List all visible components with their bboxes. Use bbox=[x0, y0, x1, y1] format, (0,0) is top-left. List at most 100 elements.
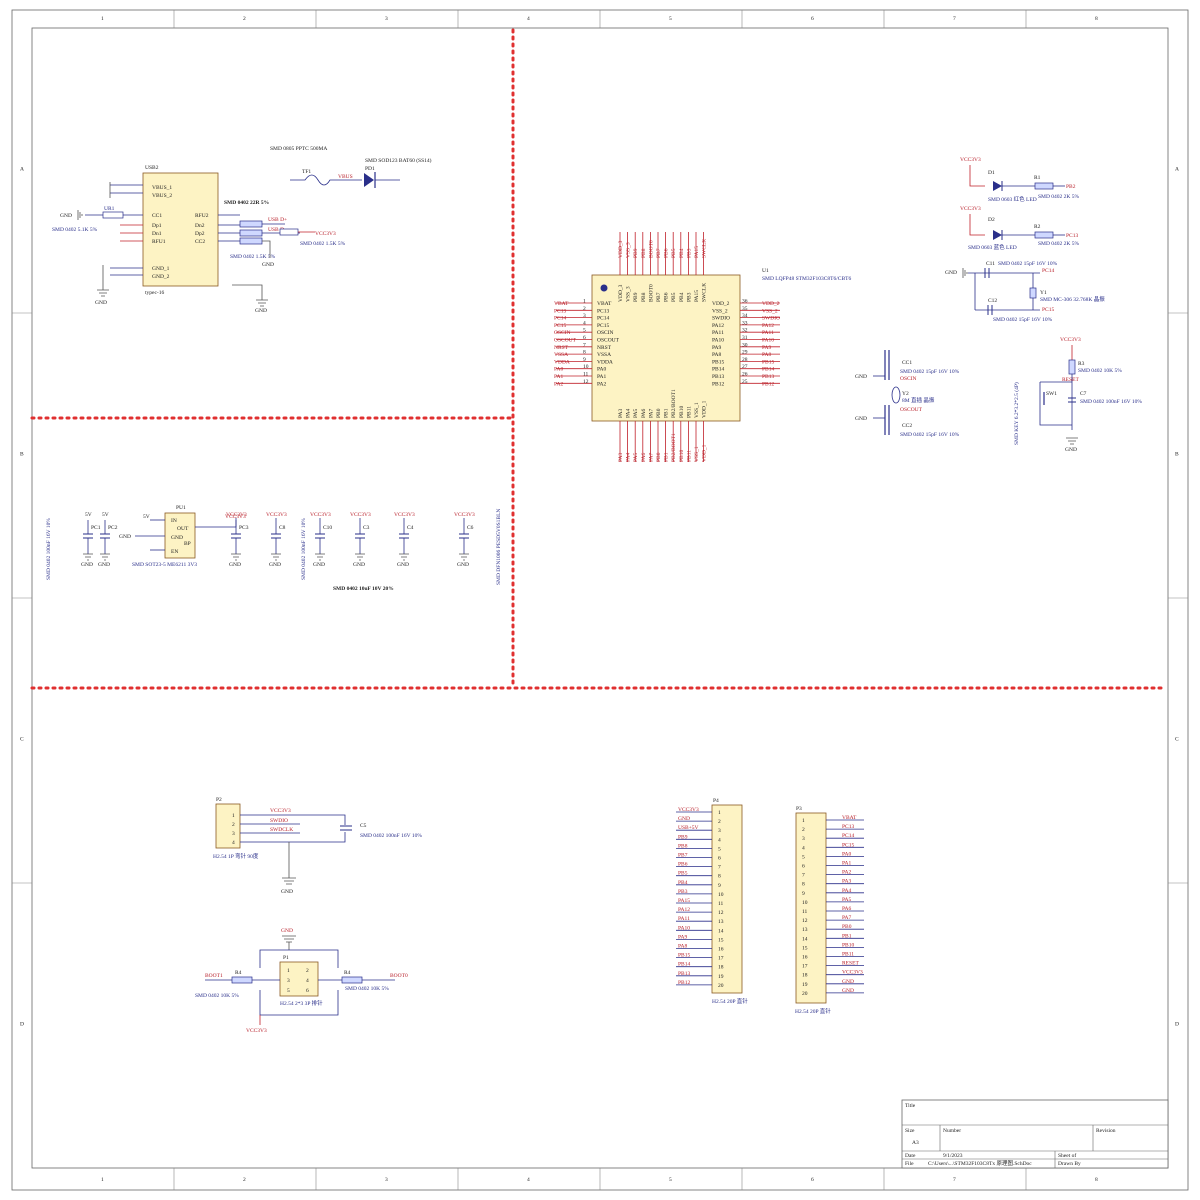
mcu-left-net: OSCOUT bbox=[554, 338, 577, 344]
header-pin-number: 2 bbox=[718, 819, 721, 825]
diode-ref: PD1 bbox=[365, 166, 375, 172]
zone-number-bottom: 5 bbox=[669, 1177, 672, 1183]
p4-rows: 1VCC3V32GND3USB+5V4PB95PB86PB77PB68PB59P… bbox=[676, 807, 724, 989]
swd-pin-3: 3 bbox=[232, 831, 235, 837]
mcu-right-pin-number: 28 bbox=[742, 357, 748, 363]
header-net-label: PC14 bbox=[842, 833, 854, 839]
led2-ref: D2 bbox=[988, 217, 995, 223]
c12-value: SMD 0402 15pF 16V 10% bbox=[993, 317, 1053, 323]
diode-triangle bbox=[364, 173, 374, 187]
cap-ref: PC3 bbox=[239, 525, 249, 531]
boot-pin-1: 1 bbox=[287, 968, 290, 974]
p4-ref: P4 bbox=[713, 798, 719, 804]
swd-vcc-net: VCC3V3 bbox=[270, 808, 291, 814]
led1-res-ref: R1 bbox=[1034, 175, 1041, 181]
lse-crystal-block: GND C11 SMD 0402 15pF 16V 10% PC14 C12 S… bbox=[945, 261, 1105, 323]
mcu-top-pin-name: PB9 bbox=[633, 292, 639, 302]
reset-pullup bbox=[1068, 359, 1076, 375]
y1-ref: Y1 bbox=[1040, 290, 1047, 296]
mcu-right-pin-name: PB15 bbox=[712, 359, 724, 365]
boot-vcc-bus bbox=[259, 990, 339, 1016]
cap-gnd-symbol bbox=[271, 553, 281, 561]
mcu-top-pin-name: PB4 bbox=[679, 292, 685, 302]
header-pin-number: 10 bbox=[718, 892, 724, 898]
c7-ref: C7 bbox=[1080, 391, 1087, 397]
lse-gnd-symbol bbox=[962, 268, 968, 278]
mcu-left-net: NRST bbox=[554, 345, 569, 351]
pullup-value: SMD 0402 1.5K 5% bbox=[300, 241, 346, 247]
zone-letter-right: B bbox=[1175, 452, 1179, 458]
header-pin-number: 14 bbox=[718, 928, 724, 934]
swd-gnd-net: GND bbox=[281, 889, 293, 895]
led2-vcc-wire bbox=[969, 214, 985, 236]
led1-ref: D1 bbox=[988, 170, 995, 176]
mcu-left-pin-number: 5 bbox=[583, 328, 586, 334]
header-net-label: PA6 bbox=[842, 906, 852, 912]
header-pin-number: 17 bbox=[802, 964, 808, 970]
header-net-label: GND bbox=[678, 816, 690, 822]
header-pin-number: 8 bbox=[802, 882, 805, 888]
pullup-resistor bbox=[279, 228, 299, 236]
cap-ref: PC1 bbox=[91, 525, 101, 531]
cap-gnd-label: GND bbox=[229, 562, 241, 568]
mcu-right-net: PA9 bbox=[762, 345, 772, 351]
header-pin-number: 11 bbox=[802, 909, 808, 915]
header-net-label: PB14 bbox=[678, 962, 690, 968]
mcu-left-pin-number: 2 bbox=[583, 306, 586, 312]
usb-gnd-label: GND bbox=[60, 213, 72, 219]
header-pin-number: 8 bbox=[718, 874, 721, 880]
ldo-ref: PU1 bbox=[176, 505, 186, 511]
led2-vcc-net: VCC3V3 bbox=[960, 206, 981, 212]
sw-ref: SW1 bbox=[1046, 391, 1057, 397]
lse-pc15-net: PC15 bbox=[1042, 307, 1054, 313]
mcu-left-pin-name: OSCIN bbox=[597, 330, 614, 336]
mcu-right-net: PA12 bbox=[762, 323, 774, 329]
zone-letter-left: D bbox=[20, 1022, 24, 1028]
zone-number-bottom: 2 bbox=[243, 1177, 246, 1183]
mcu-bottom-pin-name: PB1 bbox=[664, 408, 670, 418]
mcu-left-pin-name: OSCOUT bbox=[597, 338, 620, 344]
mcu-left-net: PC14 bbox=[554, 316, 566, 322]
header-net-label: PB9 bbox=[678, 834, 688, 840]
series-resistor-3 bbox=[239, 237, 263, 245]
mcu-bottom-pin-name: VDD_1 bbox=[702, 400, 708, 418]
mcu-top-net: PA15 bbox=[694, 246, 700, 258]
sheet-label: Sheet of bbox=[1058, 1152, 1076, 1159]
reset-gnd-symbol bbox=[1066, 437, 1078, 445]
mcu-right-net: PB14 bbox=[762, 367, 774, 373]
cc1-resistor bbox=[102, 211, 124, 219]
header-pin-number: 5 bbox=[802, 854, 805, 860]
boot-r1-ref: R4 bbox=[235, 970, 242, 976]
led1-res-value: SMD 0402 2K 5% bbox=[1038, 194, 1080, 200]
cap-gnd-label: GND bbox=[81, 562, 93, 568]
mcu-right-pin-name: SWDIO bbox=[712, 316, 730, 322]
header-net-label: PB15 bbox=[678, 953, 690, 959]
mcu-left-net: PA2 bbox=[554, 381, 564, 387]
shield-gnd-net: GND bbox=[255, 308, 267, 314]
ldo-in-net: 5V bbox=[143, 514, 150, 520]
swd-pin-1: 1 bbox=[232, 813, 235, 819]
mcu-left-net: OSCIN bbox=[554, 330, 571, 336]
y2-value: 8M 直插 晶振 bbox=[902, 396, 935, 404]
mcu-top-net: VDD_3 bbox=[618, 240, 624, 258]
mcu-left-pin-number: 4 bbox=[583, 320, 586, 326]
mcu-top-pin-name: PB7 bbox=[656, 292, 662, 302]
mcu-block: U1 SMD LQFP48 STM32F103C8T6/CBT6 VBAT1VB… bbox=[554, 232, 851, 462]
mcu-bottom-pin-name: PA3 bbox=[618, 408, 624, 418]
ldo-pin-bp: BP bbox=[184, 541, 191, 547]
usb-pin-label: VBUS_1 bbox=[152, 185, 172, 191]
header-net-label: PA10 bbox=[678, 925, 690, 931]
header-pin-number: 11 bbox=[718, 901, 724, 907]
cap-vcc-label: VCC3V3 bbox=[310, 512, 331, 518]
boot-r2 bbox=[341, 976, 363, 984]
p4-body bbox=[711, 804, 743, 994]
mcu-left-pin-name: PC15 bbox=[597, 323, 609, 329]
header-net-label: VCC3V3 bbox=[842, 970, 863, 976]
cap-gnd-label: GND bbox=[397, 562, 409, 568]
cc2-gnd-wire bbox=[262, 240, 271, 258]
zone-letter-left: B bbox=[20, 452, 24, 458]
mcu-right-pin-number: 31 bbox=[742, 335, 748, 341]
header-pin-number: 2 bbox=[802, 827, 805, 833]
